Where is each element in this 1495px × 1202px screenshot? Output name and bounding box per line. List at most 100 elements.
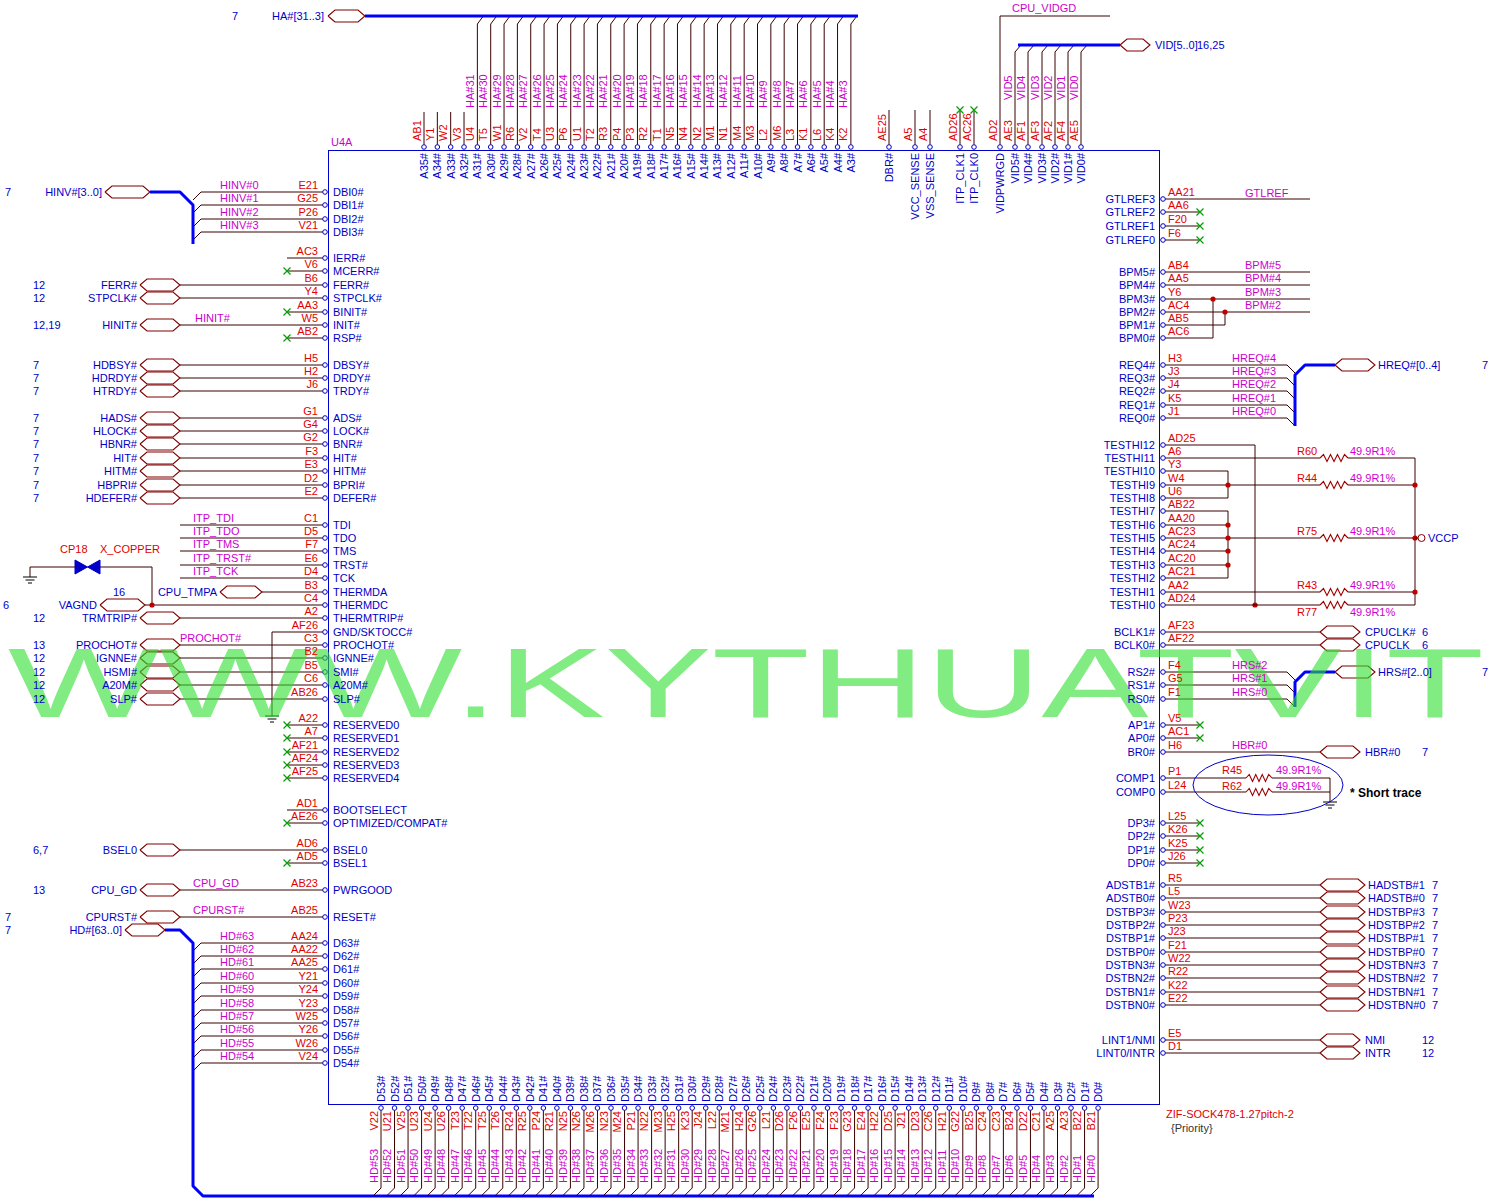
pin-bubble: [514, 1106, 519, 1111]
pin-number: A25: [1044, 1111, 1056, 1131]
wire: [1165, 863, 1200, 864]
net-label: HD#54: [220, 1050, 254, 1062]
junction-dot: [1225, 548, 1230, 553]
wire: [180, 444, 323, 445]
copper-link-symbol: [75, 560, 100, 574]
pin-number: L24: [1168, 779, 1186, 791]
wire: [784, 16, 790, 145]
pin-bubble: [475, 145, 480, 150]
pin-name: COMP1: [1116, 772, 1155, 784]
offpage-label: HDRDY#: [92, 372, 137, 384]
pin-number: M23: [652, 1111, 664, 1132]
pin-bubble: [1161, 310, 1166, 315]
pin-name: TESTHI10: [1104, 465, 1155, 477]
pin-number: N5: [664, 127, 676, 141]
pin-number: D2: [304, 472, 318, 484]
net-label: BPM#4: [1245, 272, 1281, 284]
pin-number: F4: [1168, 659, 1181, 671]
pin-bubble: [1161, 523, 1166, 528]
net-label: HRS#2: [1232, 659, 1267, 671]
pin-name: D25#: [754, 1076, 766, 1102]
pin-name: D22#: [794, 1076, 806, 1102]
pin-name: D24#: [767, 1076, 779, 1102]
pin-number: L21: [760, 1111, 772, 1129]
page-ref: 7: [33, 412, 39, 424]
junction-dot: [1412, 589, 1417, 594]
pin-bubble: [913, 145, 918, 150]
pin-number: J6: [306, 378, 318, 390]
pin-name: DBSY#: [333, 359, 369, 371]
pin-name: DBI2#: [333, 213, 364, 225]
pin-name: VID3#: [1036, 153, 1048, 184]
pin-bubble: [769, 145, 774, 150]
junction-dot: [1210, 296, 1215, 301]
net-label: ITP_TDO: [193, 525, 239, 537]
pin-name: D51#: [402, 1076, 414, 1102]
no-connect-mark: [284, 749, 291, 756]
net-label: HD#43: [503, 1149, 515, 1183]
pin-bubble: [755, 145, 760, 150]
pin-number: P6: [557, 128, 569, 141]
net-label: HRS#0: [1232, 686, 1267, 698]
net-label: HD#18: [841, 1149, 853, 1183]
pin-bubble: [487, 1106, 492, 1111]
pin-bubble: [1161, 821, 1166, 826]
pin-bubble: [1161, 323, 1166, 328]
offpage-label: HDSTBP#0: [1368, 946, 1425, 958]
pin-bubble: [460, 1106, 465, 1111]
pin-number: R24: [503, 1111, 515, 1131]
part-ref: R77: [1297, 606, 1317, 618]
pin-name: DSTBN1#: [1105, 986, 1155, 998]
pin-bubble: [998, 145, 1003, 150]
resistor-symbol: [1320, 535, 1348, 542]
pin-name: TRDY#: [333, 385, 369, 397]
offpage-connector: [328, 10, 365, 22]
pin-name: A26#: [538, 153, 550, 179]
pin-name: DSTBN0#: [1105, 999, 1155, 1011]
pin-name: D40#: [551, 1076, 563, 1102]
ic-socket-body: U4AZIF-SOCK478-1.27pitch-2{Priority}: [328, 150, 1160, 1105]
wire: [180, 365, 323, 366]
net-label: HREQ#2: [1232, 378, 1276, 390]
pin-number: AD2: [987, 120, 999, 141]
pin-name: TESTHI9: [1110, 479, 1155, 491]
part-value: 49.9R1%: [1350, 525, 1395, 537]
pin-number: U26: [435, 1111, 447, 1131]
wire: [1165, 418, 1295, 426]
pin-name: STPCLK#: [333, 292, 382, 304]
pin-name: TESTHI4: [1110, 545, 1155, 557]
page-ref: 7: [33, 465, 39, 477]
net-label: HBR#0: [1232, 739, 1267, 751]
pin-bubble: [379, 1106, 384, 1111]
net-label: HINIT#: [195, 312, 230, 324]
pin-number: G4: [303, 418, 318, 430]
page-ref: 6: [1422, 626, 1428, 638]
part-value: 49.9R1%: [1350, 445, 1395, 457]
page-ref: 7: [1432, 892, 1438, 904]
pin-bubble: [323, 190, 328, 195]
pin-number: G23: [841, 1111, 853, 1132]
pin-bubble: [1161, 197, 1166, 202]
net-label: HD#47: [449, 1149, 461, 1183]
pin-number: AA25: [291, 956, 318, 968]
pin-name: D41#: [537, 1076, 549, 1102]
pin-bubble: [1161, 549, 1166, 554]
pin-number: T23: [449, 1111, 461, 1130]
pin-name: RS1#: [1127, 679, 1155, 691]
pin-bubble: [1161, 270, 1166, 275]
net-label: HREQ#0: [1232, 405, 1276, 417]
offpage-connector: [140, 612, 180, 624]
page-ref: 7: [232, 10, 238, 22]
pin-bubble: [947, 1106, 952, 1111]
net-label: HD#55: [220, 1037, 254, 1049]
pin-bubble: [502, 145, 507, 150]
pin-name: TMS: [333, 545, 356, 557]
junction-dot: [1412, 535, 1417, 540]
pin-bubble: [1161, 1003, 1166, 1008]
page-ref: 7: [33, 492, 39, 504]
pin-name: A11#: [738, 153, 750, 178]
part-ref: R75: [1297, 525, 1317, 537]
part-ref: R45: [1222, 764, 1242, 776]
wire: [287, 271, 323, 272]
pin-name: BPRI#: [333, 479, 365, 491]
